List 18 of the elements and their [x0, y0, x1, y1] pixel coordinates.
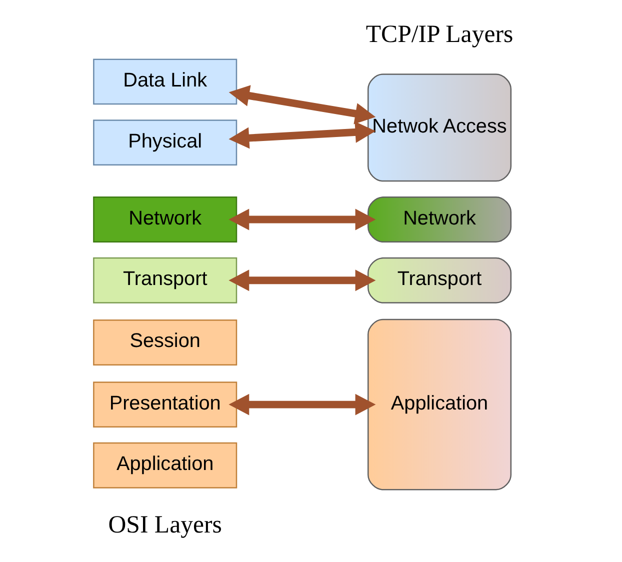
arrow: [228, 270, 376, 292]
node-box: Transport: [368, 257, 512, 304]
node-box: Netwok Access: [368, 74, 512, 182]
node-box: Application: [93, 442, 238, 488]
arrow: [228, 85, 376, 124]
node-box: Network: [368, 196, 512, 242]
node-box: Transport: [93, 257, 238, 304]
node-box: Presentation: [93, 382, 238, 428]
label: OSI Layers: [108, 511, 222, 538]
arrow: [228, 394, 376, 416]
label: TCP/IP Layers: [366, 20, 514, 48]
node-box: Network: [93, 196, 238, 242]
node-box: Physical: [93, 120, 238, 166]
node-box: Session: [93, 320, 238, 366]
node-box: Data Link: [93, 58, 238, 105]
arrow: [228, 208, 376, 230]
node-box: Application: [368, 318, 512, 490]
arrow: [228, 121, 376, 149]
